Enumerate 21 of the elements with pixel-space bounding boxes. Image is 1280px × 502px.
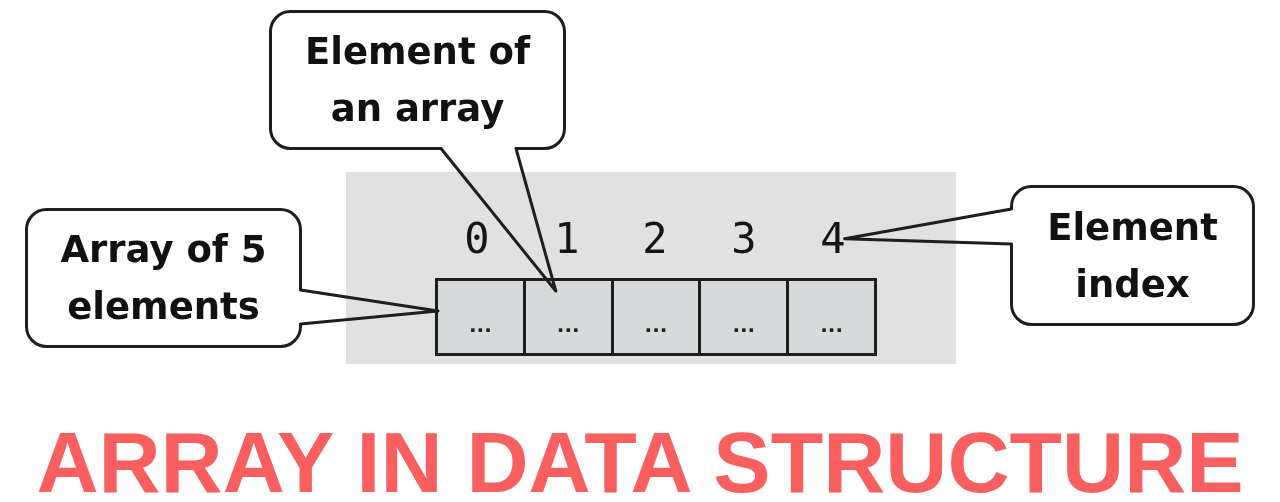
callout-pointer: [299, 288, 440, 326]
cell-value: ...: [469, 315, 492, 335]
array: [435, 278, 877, 356]
callout-text: Element index: [1046, 204, 1219, 308]
cell-value: ...: [644, 315, 668, 335]
cell-value: ...: [820, 315, 843, 335]
callout-pointer: [439, 147, 558, 293]
index-number: 2: [642, 222, 668, 256]
speech-bubble: [25, 208, 302, 348]
cell-value: ...: [732, 315, 756, 335]
index-number: 4: [820, 222, 846, 256]
title: ARRAY IN DATA STRUCTURE: [36, 419, 1244, 502]
cell-value: ...: [556, 315, 580, 335]
speech-bubble: [1010, 185, 1255, 326]
callout-pointer: [843, 207, 1013, 246]
index-number: 1: [554, 222, 580, 256]
index-number: 3: [731, 222, 757, 256]
callout-text: Element of an array: [303, 29, 532, 132]
speech-bubble: [269, 10, 566, 150]
callout-text: Array of 5 elements: [59, 227, 268, 330]
index-number: 0: [464, 222, 490, 256]
